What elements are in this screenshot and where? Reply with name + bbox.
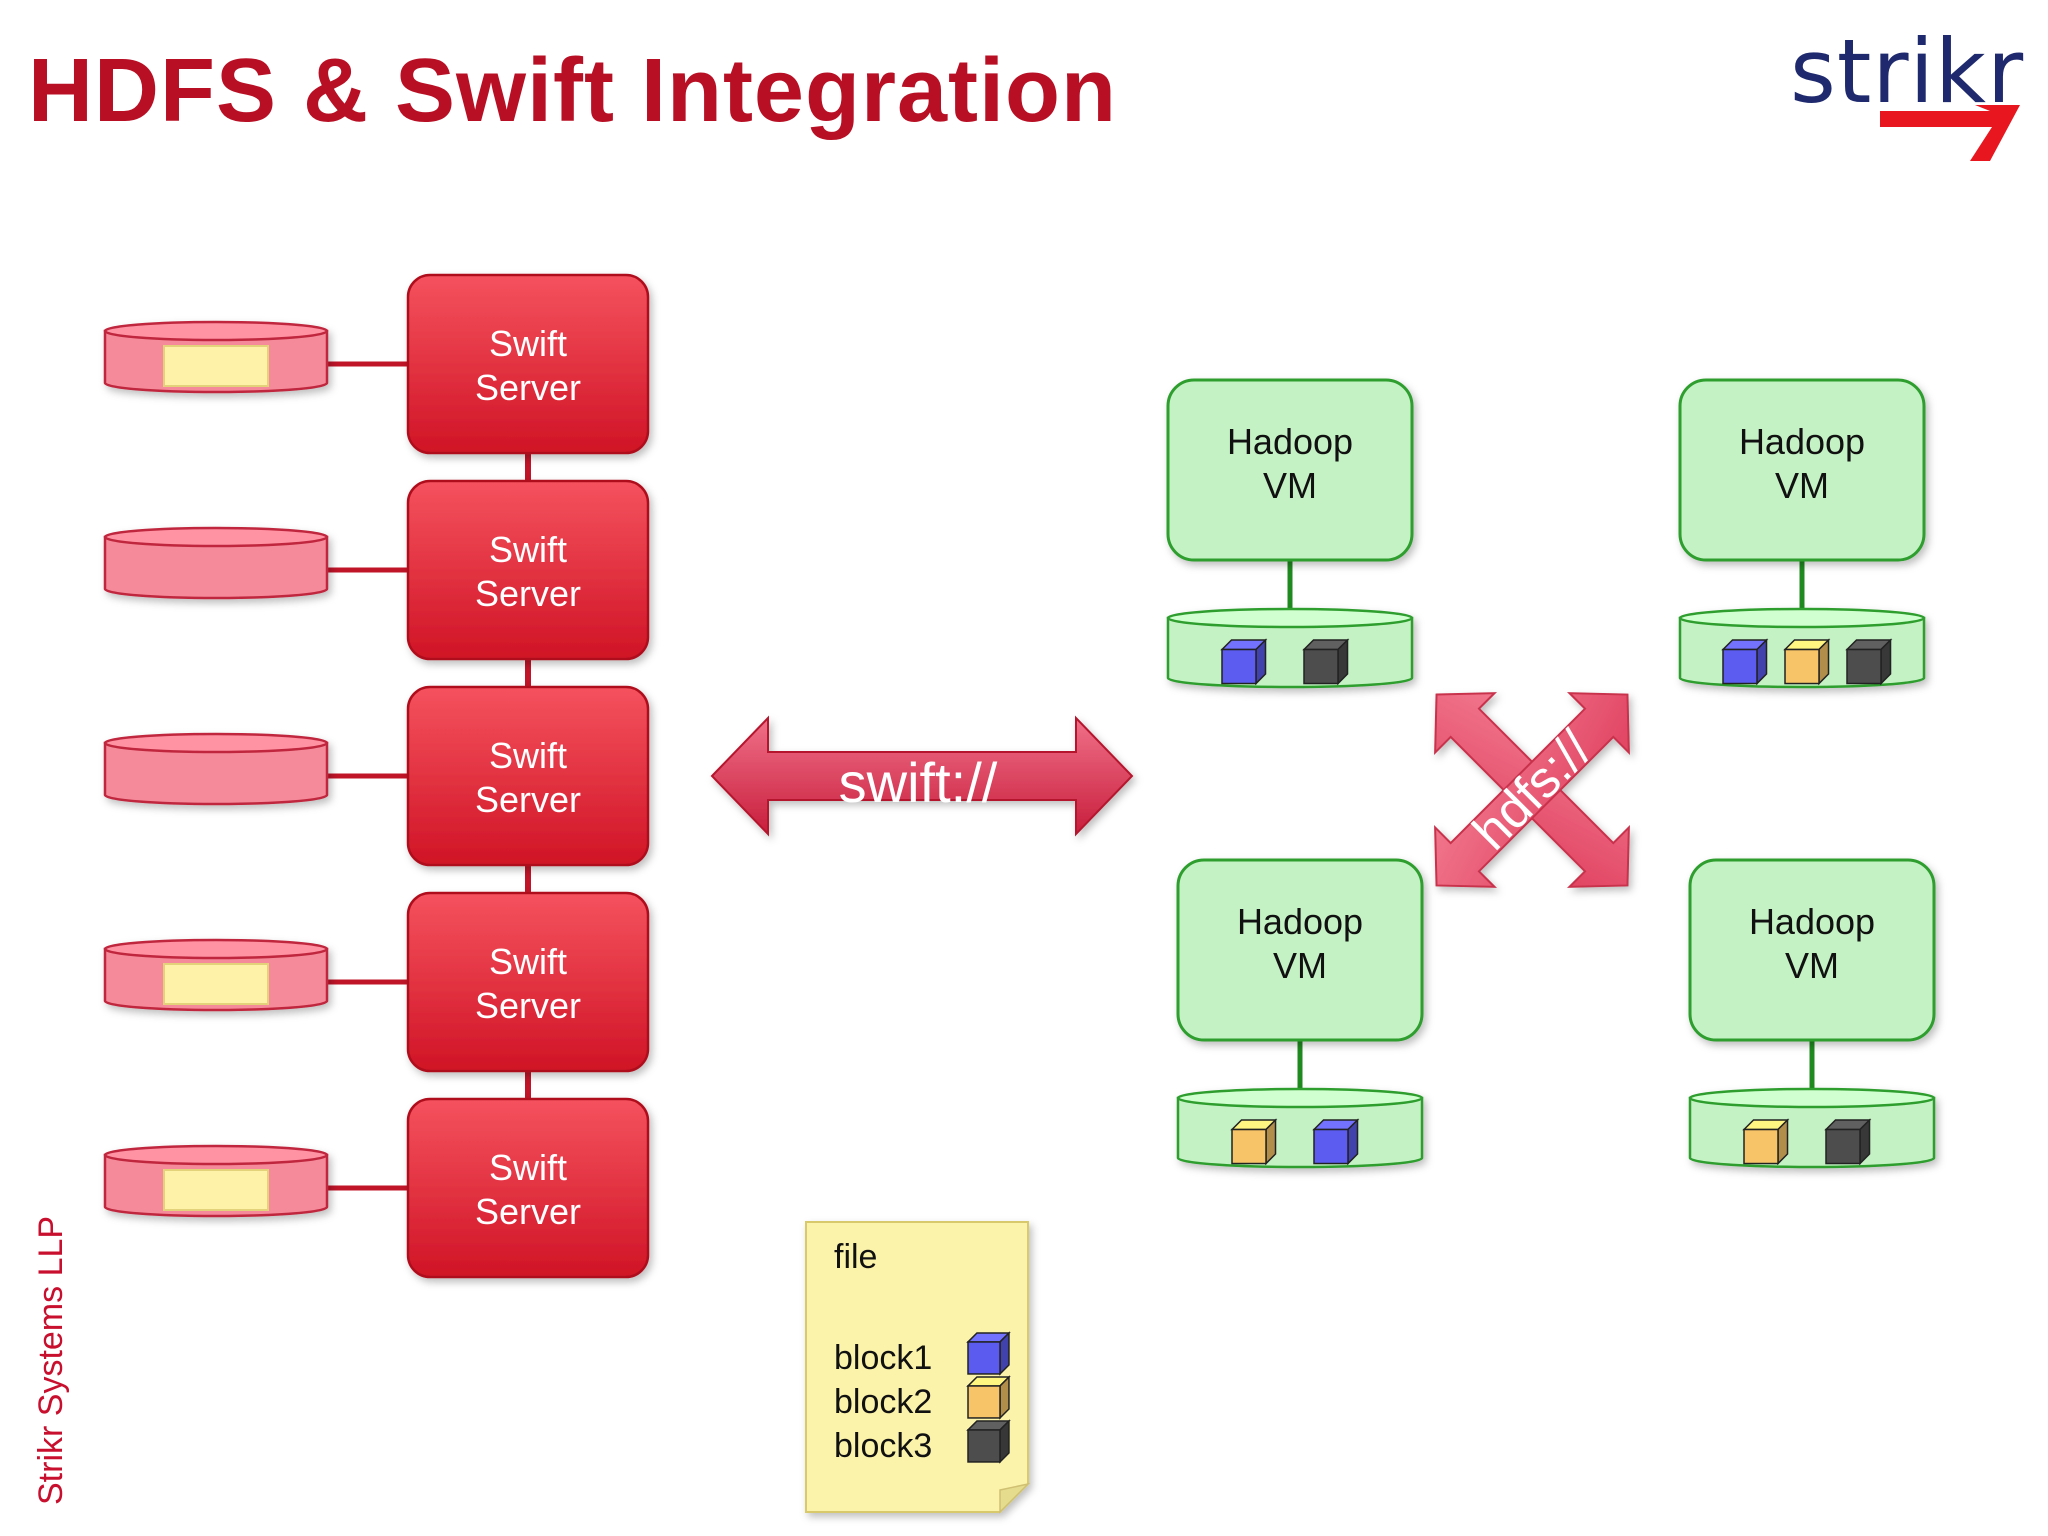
swift-server-box: [406, 1097, 650, 1279]
swift-disk: [103, 320, 329, 394]
swift-server-label: Server: [475, 367, 581, 408]
slide-title: HDFS & Swift Integration: [28, 41, 1117, 141]
swift-server-label: Server: [475, 1191, 581, 1232]
swift-server-label: Swift: [489, 941, 567, 982]
legend-label: block3: [834, 1427, 932, 1465]
legend-label: block1: [834, 1339, 932, 1377]
hadoop-vm-box: [1678, 378, 1926, 562]
hadoop-disk: [1688, 1087, 1936, 1169]
hdfs-block-cube: [1742, 1118, 1790, 1166]
hdfs-block-cube: [1845, 638, 1893, 686]
legend-block-cube: [966, 1375, 1011, 1420]
swift-server-box: [406, 685, 650, 867]
file-chunk: [163, 963, 269, 1005]
swift-server-label: Server: [475, 779, 581, 820]
hdfs-block-cube: [1783, 638, 1831, 686]
legend-label: block2: [834, 1383, 932, 1421]
swift-disk: [103, 1144, 329, 1218]
hdfs-block-cube: [1312, 1118, 1360, 1166]
hadoop-vm-box: [1166, 378, 1414, 562]
hadoop-vm-label: VM: [1273, 945, 1327, 986]
swift-server-label: Server: [475, 985, 581, 1026]
hadoop-vm-label: VM: [1775, 465, 1829, 506]
file-legend: file block1 block2 block3: [805, 1221, 1031, 1514]
swift-server-box: [406, 273, 650, 455]
legend-row: block2: [834, 1375, 1011, 1421]
legend-row: block1: [834, 1331, 1011, 1377]
hadoop-vm-label: Hadoop: [1739, 421, 1865, 462]
swift-cluster: SwiftServerSwiftServerSwiftServerSwiftSe…: [103, 273, 650, 1279]
hadoop-vm-label: Hadoop: [1227, 421, 1353, 462]
hadoop-disk: [1166, 607, 1414, 689]
hadoop-vm-label: VM: [1785, 945, 1839, 986]
file-chunk: [163, 1169, 269, 1211]
logo-arrow-icon: [1880, 105, 2020, 161]
swift-server-label: Swift: [489, 1147, 567, 1188]
swift-disk: [103, 938, 329, 1012]
swift-server-box: [406, 479, 650, 661]
hadoop-vm-box: [1688, 858, 1936, 1042]
hdfs-block-cube: [1220, 638, 1268, 686]
swift-disk: [103, 526, 329, 600]
swift-server-label: Swift: [489, 323, 567, 364]
hdfs-block-cube: [1824, 1118, 1872, 1166]
hadoop-vm-label: Hadoop: [1237, 901, 1363, 942]
legend-row: block3: [834, 1419, 1011, 1465]
hadoop-vm-label: Hadoop: [1749, 901, 1875, 942]
swift-server-box: [406, 891, 650, 1073]
file-chunk: [163, 345, 269, 387]
strikr-logo: strikr: [1780, 20, 2040, 170]
hdfs-block-cube: [1230, 1118, 1278, 1166]
swift-server-label: Swift: [489, 529, 567, 570]
legend-block-cube: [966, 1419, 1011, 1464]
swift-disk: [103, 732, 329, 806]
hadoop-vm-box: [1176, 858, 1424, 1042]
legend-heading: file: [834, 1238, 877, 1276]
hdfs-protocol-arrows: [1434, 692, 1630, 888]
hdfs-block-cube: [1721, 638, 1769, 686]
swift-protocol-arrow: [710, 715, 1134, 837]
legend-block-cube: [966, 1331, 1011, 1376]
hdfs-block-cube: [1302, 638, 1350, 686]
swift-server-label: Swift: [489, 735, 567, 776]
swift-server-label: Server: [475, 573, 581, 614]
hadoop-vm-label: VM: [1263, 465, 1317, 506]
hadoop-disk: [1176, 1087, 1424, 1169]
swift-protocol-label: swift://: [839, 751, 998, 814]
hadoop-disk: [1678, 607, 1926, 689]
